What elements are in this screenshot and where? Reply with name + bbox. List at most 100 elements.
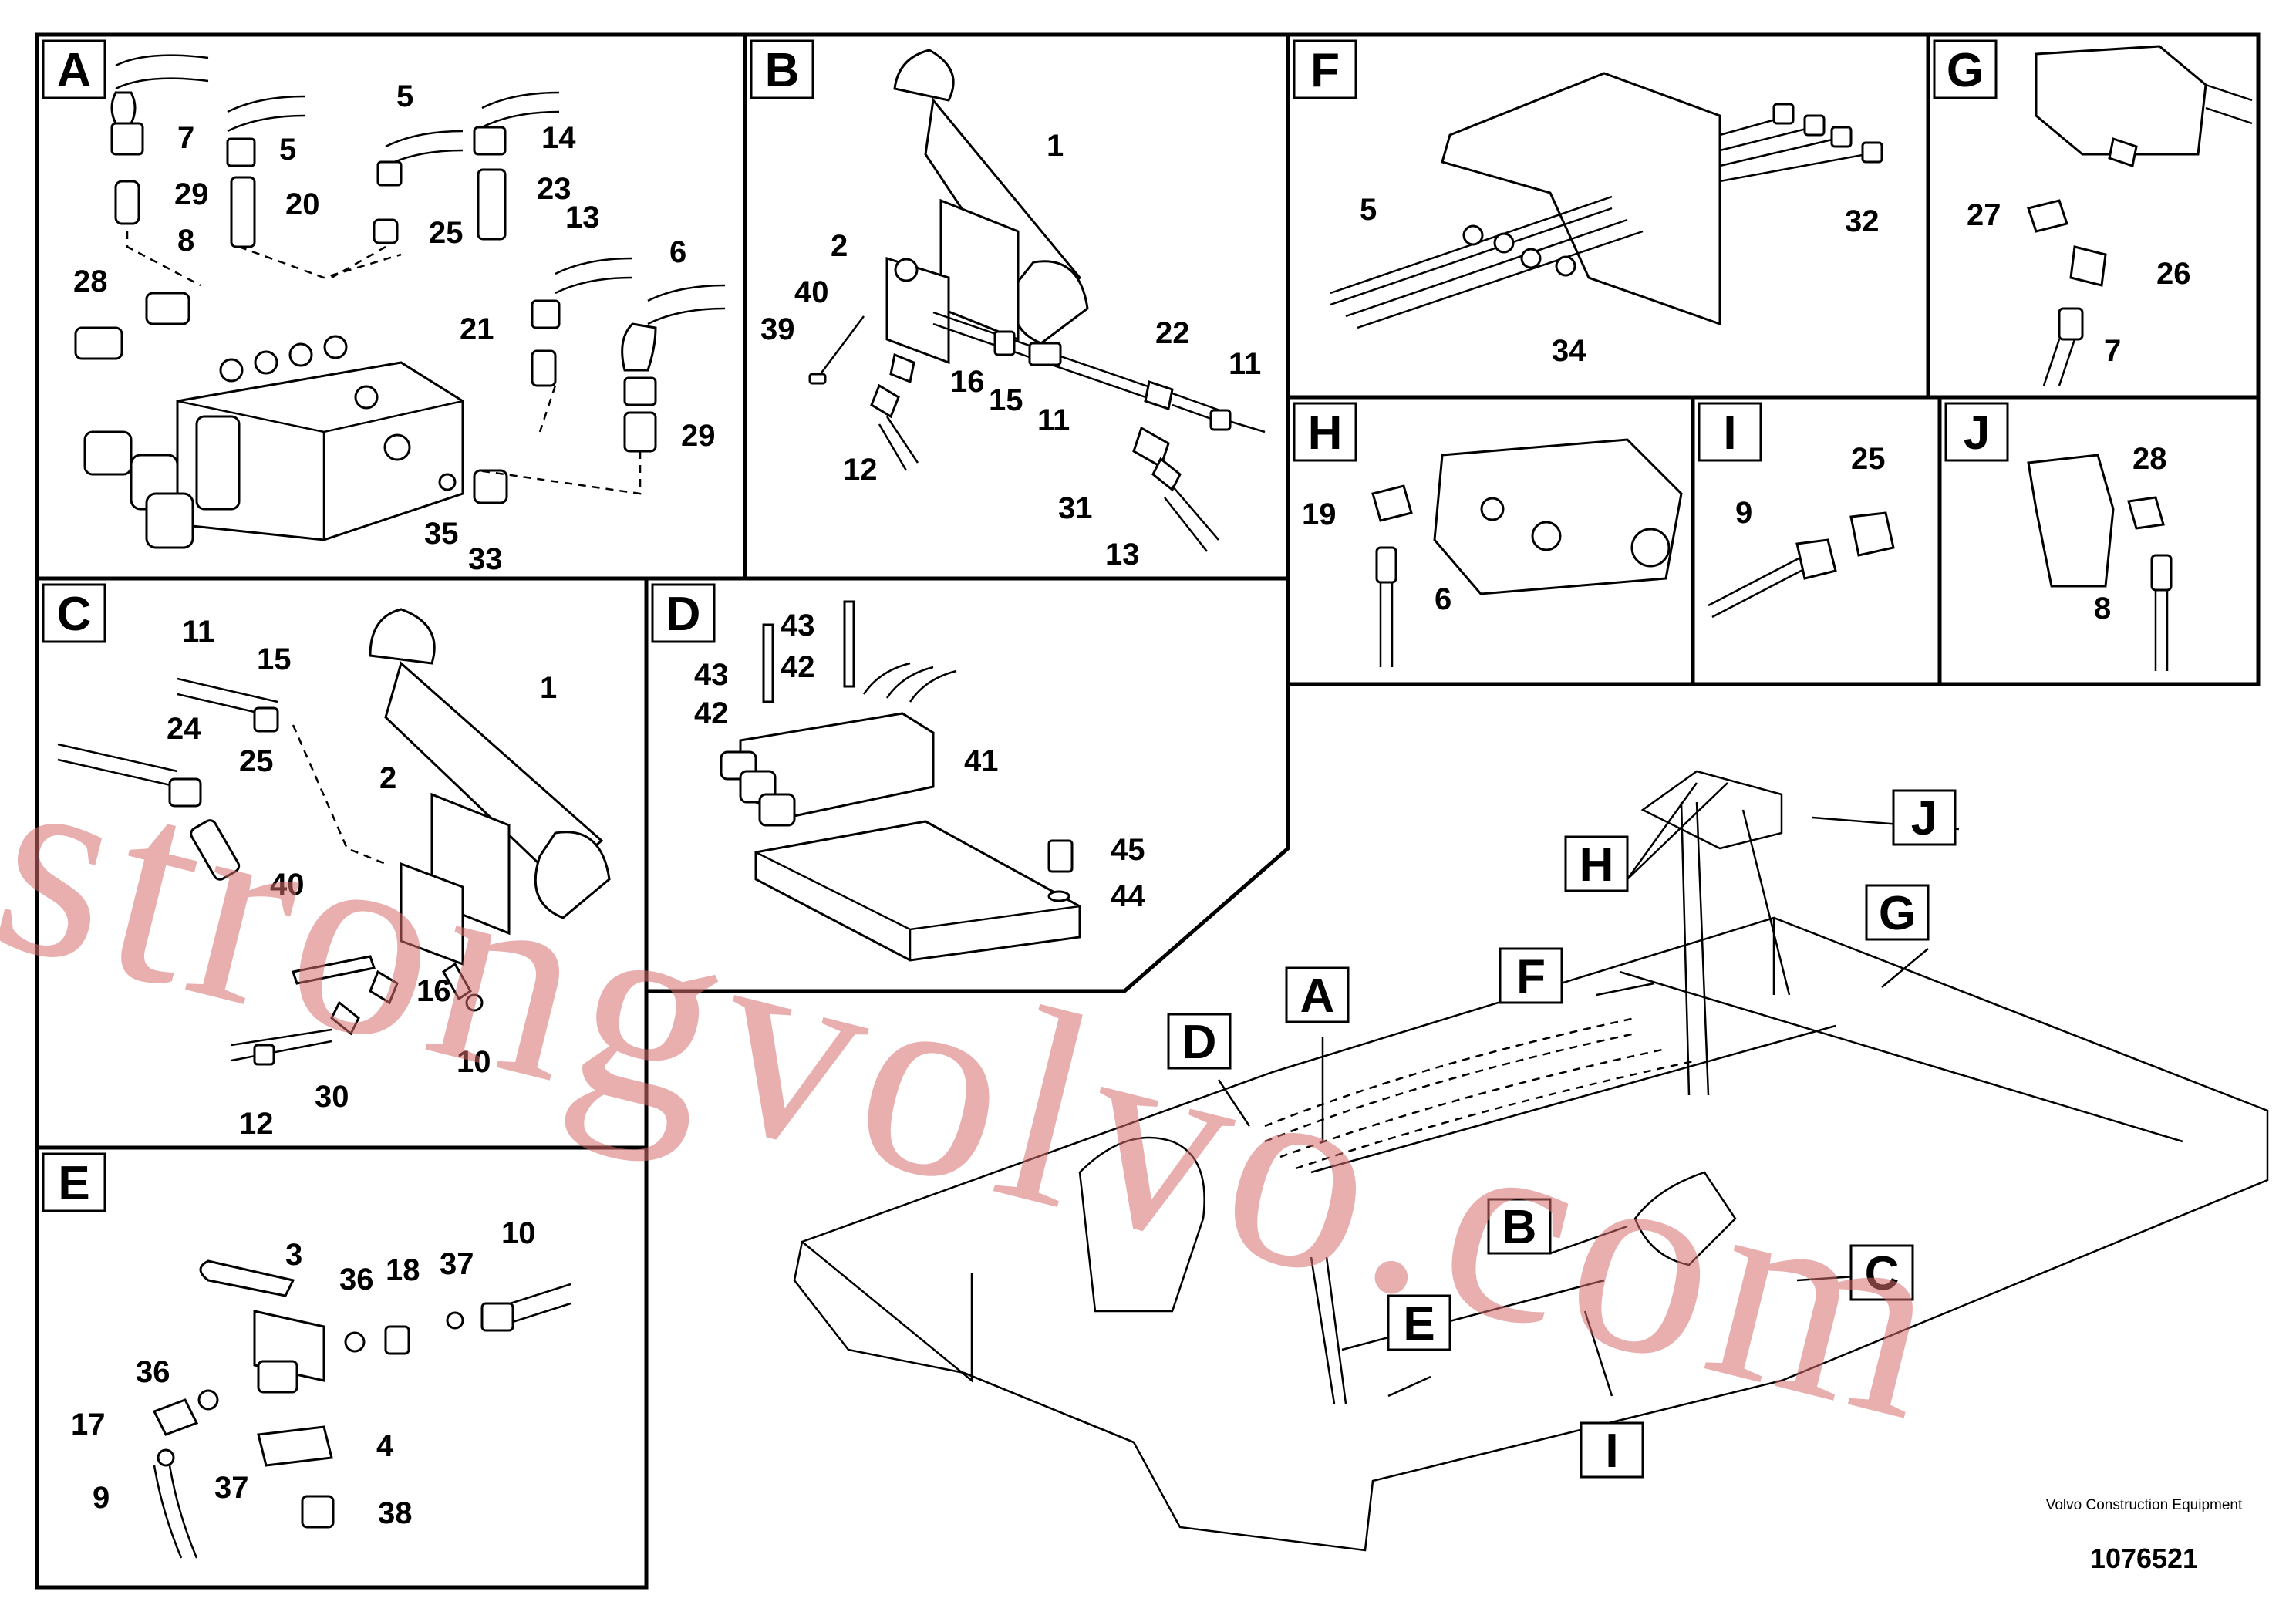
callout-number: 29 [681,419,716,453]
callout-number: 26 [2156,257,2191,291]
callout-number: 9 [93,1481,110,1515]
panel-a-letter: A [57,44,92,97]
callout-number: 28 [2132,442,2167,476]
panel-f-drawing [1330,72,1883,329]
panel-a-drawing [74,54,726,549]
panel-i-drawing [1708,511,1895,619]
panel-b-drawing [808,49,1266,552]
callout-number: 15 [257,642,292,676]
callout-number: 2 [831,229,848,263]
callout-number: 8 [177,224,194,258]
panel-g-drawing [2027,45,2253,386]
callout-number: 40 [270,868,305,902]
callout-number: 14 [541,121,576,155]
callout-number: 33 [468,542,503,576]
callout-number: 42 [781,650,815,684]
panel-c-letter: C [57,588,92,641]
callout-number: 20 [285,187,320,221]
panel-j-letter: J [1964,406,1990,460]
callout-number: 12 [843,453,878,487]
panel-frames [35,32,2261,1590]
callout-number: 41 [964,744,999,778]
callout-number: 40 [794,275,829,309]
overview-label-i: I [1605,1425,1618,1478]
callout-number: 15 [989,383,1023,417]
panel-d-callouts: 43 43 42 42 41 45 44 [694,609,1145,913]
overview-label-h: H [1580,838,1614,892]
panel-i-letter: I [1723,406,1736,460]
callout-number: 7 [177,121,194,155]
callout-number: 16 [950,365,985,399]
callout-number: 19 [1302,497,1337,531]
callout-number: 22 [1155,316,1190,350]
overview-label-c: C [1865,1247,1900,1300]
callout-number: 37 [440,1247,474,1281]
panel-g-letter: G [1947,44,1984,97]
overview-label-b: B [1502,1201,1537,1254]
panel-c-drawing [57,608,611,1066]
overview-drawing [793,770,2269,1552]
callout-number: 25 [429,216,464,250]
panel-e-letter: E [58,1157,89,1210]
panel-d-letter: D [666,588,701,641]
callout-number: 45 [1111,833,1145,867]
callout-number: 38 [378,1496,413,1530]
callout-number: 25 [1851,442,1886,476]
panel-f-letter: F [1310,44,1340,97]
callout-number: 13 [1105,538,1140,572]
callout-number: 11 [1037,403,1070,437]
callout-number: 23 [537,172,571,206]
panel-j-callouts: 28 8 [2094,442,2167,626]
panel-f-callouts: 5 32 34 [1360,193,1880,368]
panel-g-callouts: 27 26 7 [1967,198,2191,368]
callout-number: 39 [760,312,795,346]
panel-b-callouts: 1 2 40 39 16 15 11 22 11 12 31 13 [760,129,1261,572]
callout-number: 34 [1552,334,1586,368]
panel-e-drawing [152,1259,571,1559]
callout-number: 7 [2104,334,2121,368]
panel-h-letter: H [1308,406,1343,460]
callout-number: 43 [694,658,729,692]
callout-number: 16 [416,974,451,1008]
callout-number: 11 [1229,347,1261,381]
callout-number: 36 [136,1355,170,1389]
panel-c-callouts: 11 15 1 24 25 2 40 16 10 12 30 [167,615,557,1141]
panel-i-callouts: 25 9 [1735,442,1886,530]
callout-number: 8 [2094,592,2111,626]
panel-a-callouts: 7 5 5 14 29 20 25 23 13 6 8 28 21 29 35 … [73,79,716,576]
callout-number: 28 [73,265,108,298]
callout-number: 13 [565,201,600,234]
callout-number: 1 [1047,129,1064,163]
callout-number: 9 [1735,496,1752,530]
panel-b-letter: B [765,44,800,97]
panel-e-callouts: 10 3 36 18 37 36 17 4 9 37 38 [71,1216,536,1530]
callout-number: 2 [379,761,396,795]
callout-number: 5 [279,133,296,167]
overview-label-a: A [1300,969,1335,1023]
callout-number: 6 [1435,582,1451,616]
callout-number: 6 [669,235,686,269]
panel-h-drawing [1371,438,1683,667]
callout-number: 43 [781,609,815,642]
callout-number: 12 [239,1107,274,1141]
callout-number: 17 [71,1408,106,1442]
callout-number: 18 [386,1253,420,1287]
overview-label-d: D [1182,1016,1217,1069]
overview-label-j: J [1911,792,1937,845]
callout-number: 29 [174,177,209,211]
callout-number: 10 [501,1216,536,1250]
callout-number: 36 [339,1263,374,1297]
callout-number: 21 [460,312,494,346]
overview-labels: H J G F A D B C E I [1167,782,1960,1479]
panel-letters: A B C D E F G H I J [42,39,2009,1212]
overview-label-e: E [1403,1297,1435,1351]
callout-number: 5 [1360,193,1377,227]
callout-number: 42 [694,696,729,730]
callout-number: 10 [457,1045,491,1079]
manufacturer-label: Volvo Construction Equipment [2045,1497,2243,1513]
callout-number: 44 [1111,879,1145,913]
callout-number: 5 [396,79,413,113]
callout-number: 31 [1058,491,1093,525]
callout-number: 24 [167,712,201,746]
